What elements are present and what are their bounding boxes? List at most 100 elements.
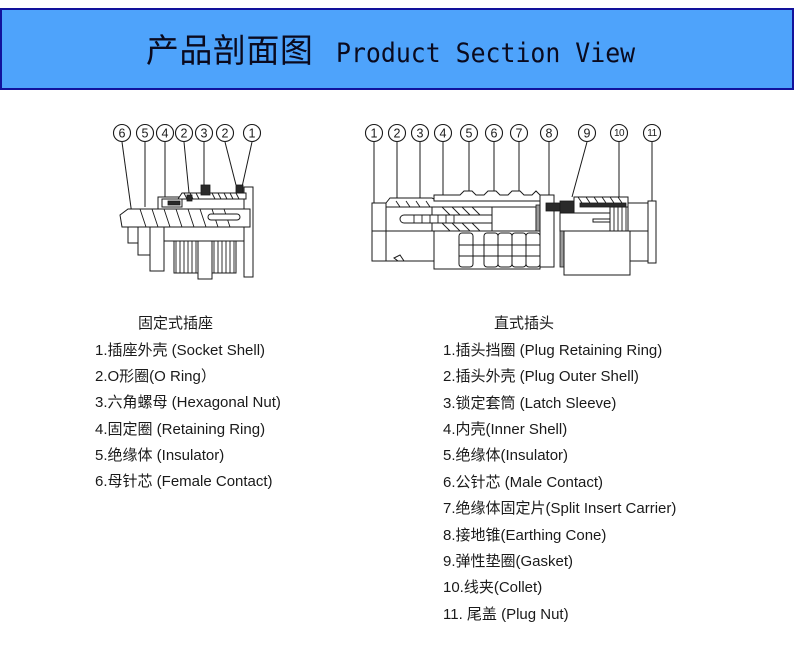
plug-legend-item: 5.绝缘体(Insulator) [443, 447, 569, 464]
callout-circle [155, 123, 175, 143]
callout-marker: 2 [387, 123, 407, 143]
callout-circle [364, 123, 384, 143]
socket-shell-lower [163, 226, 245, 242]
callout-marker: 2 [215, 123, 235, 143]
callout-number: 2 [222, 127, 229, 141]
retaining-ring-detail [167, 200, 181, 206]
callout-circle [609, 123, 629, 143]
callout-number: 1 [371, 127, 378, 141]
socket-body [119, 184, 254, 280]
plug-legend-item: 10.线夹(Collet) [443, 579, 543, 596]
page-title: 产品剖面图 Product Section View [2, 24, 792, 72]
callout-circle [174, 123, 194, 143]
collet [609, 206, 631, 232]
socket-top-thread [177, 192, 247, 200]
plug-front-shell [385, 202, 435, 262]
callout-circle [484, 123, 504, 143]
callout-marker: 7 [509, 123, 529, 143]
callout-number: 3 [417, 127, 424, 141]
plug-legend-item: 6.公针芯 (Male Contact) [443, 474, 604, 491]
socket-legend: 固定式插座 1.插座外壳 (Socket Shell) 2.O形圈(O Ring… [95, 312, 335, 492]
callout-marker: 4 [433, 123, 453, 143]
socket-lower-thread [173, 240, 237, 274]
leader-line [121, 141, 133, 216]
title-english: Product Section View [336, 38, 636, 69]
callout-number: 1 [249, 127, 256, 141]
plug-retaining-ring [371, 202, 387, 262]
plug-legend-item: 4.内壳(Inner Shell) [443, 421, 568, 438]
o-ring-left [186, 194, 193, 202]
callout-marker: 5 [459, 123, 479, 143]
title-banner: 产品剖面图 Product Section View [0, 8, 794, 90]
split-insert-carrier [491, 206, 537, 232]
socket-legend-item: 2.O形圈(O Ring） [95, 368, 216, 385]
callout-number: 8 [546, 127, 553, 141]
callout-number: 9 [584, 127, 591, 141]
socket-legend-item: 6.母针芯 (Female Contact) [95, 473, 273, 490]
socket-legend-item: 3.六角螺母 (Hexagonal Nut) [95, 394, 281, 411]
callout-circle [215, 123, 235, 143]
plug-nut-lower [629, 230, 649, 262]
callout-circle [387, 123, 407, 143]
callout-marker: 8 [539, 123, 559, 143]
callout-marker: 1 [242, 123, 262, 143]
callout-number: 10 [614, 128, 625, 139]
callout-marker: 10 [609, 123, 629, 143]
plug-rear-body [563, 230, 631, 276]
socket-rear-body [137, 226, 151, 256]
o-ring-right [235, 184, 244, 194]
callout-marker: 6 [112, 123, 132, 143]
callout-circle [642, 123, 662, 143]
title-chinese: 产品剖面图 [145, 31, 314, 70]
socket-legend-heading: 固定式插座 [138, 315, 214, 332]
socket-rear-step [127, 226, 139, 244]
callout-number: 4 [440, 127, 447, 141]
callout-circle [459, 123, 479, 143]
female-contact [207, 213, 241, 221]
callout-circle [577, 123, 597, 143]
callout-number: 3 [201, 127, 208, 141]
callout-marker: 5 [135, 123, 155, 143]
plug-legend-item: 8.接地锥(Earthing Cone) [443, 527, 607, 544]
earthing-cone [539, 194, 555, 268]
plug-nut-end [647, 200, 657, 264]
callout-number: 4 [162, 127, 169, 141]
callout-marker: 2 [174, 123, 194, 143]
plug-legend-item: 9.弹性垫圈(Gasket) [443, 553, 574, 570]
socket-shell-flange [243, 186, 254, 278]
socket-legend-item: 1.插座外壳 (Socket Shell) [95, 342, 266, 359]
gasket-lower [559, 230, 565, 268]
plug-legend-item: 11. 尾盖 (Plug Nut) [443, 606, 569, 623]
callout-marker: 11 [642, 123, 662, 143]
leader-line [571, 141, 588, 198]
leader-line [241, 141, 253, 188]
callout-number: 11 [647, 128, 657, 139]
callout-number: 6 [119, 127, 126, 141]
collet-slot [592, 218, 612, 223]
leader-line [183, 141, 190, 194]
plug-latch-tab [393, 254, 405, 262]
callout-marker: 3 [194, 123, 214, 143]
plug-body [371, 190, 657, 276]
socket-legend-item: 5.绝缘体 (Insulator) [95, 447, 225, 464]
callout-number: 2 [181, 127, 188, 141]
gasket [559, 200, 575, 214]
callout-circle [539, 123, 559, 143]
callout-circle [410, 123, 430, 143]
callout-circle [135, 123, 155, 143]
plug-legend-item: 3.锁定套筒 (Latch Sleeve) [443, 395, 617, 412]
callout-marker: 6 [484, 123, 504, 143]
plug-legend: 直式插头 1.插头挡圈 (Plug Retaining Ring) 2.插头外壳… [443, 312, 743, 632]
callout-number: 2 [394, 127, 401, 141]
callout-circle [509, 123, 529, 143]
socket-legend-item: 4.固定圈 (Retaining Ring) [95, 421, 266, 438]
callout-marker: 3 [410, 123, 430, 143]
callout-marker: 9 [577, 123, 597, 143]
plug-legend-item: 2.插头外壳 (Plug Outer Shell) [443, 368, 639, 385]
latch-sleeve [433, 190, 541, 202]
callout-marker: 1 [364, 123, 384, 143]
callout-number: 5 [142, 127, 149, 141]
